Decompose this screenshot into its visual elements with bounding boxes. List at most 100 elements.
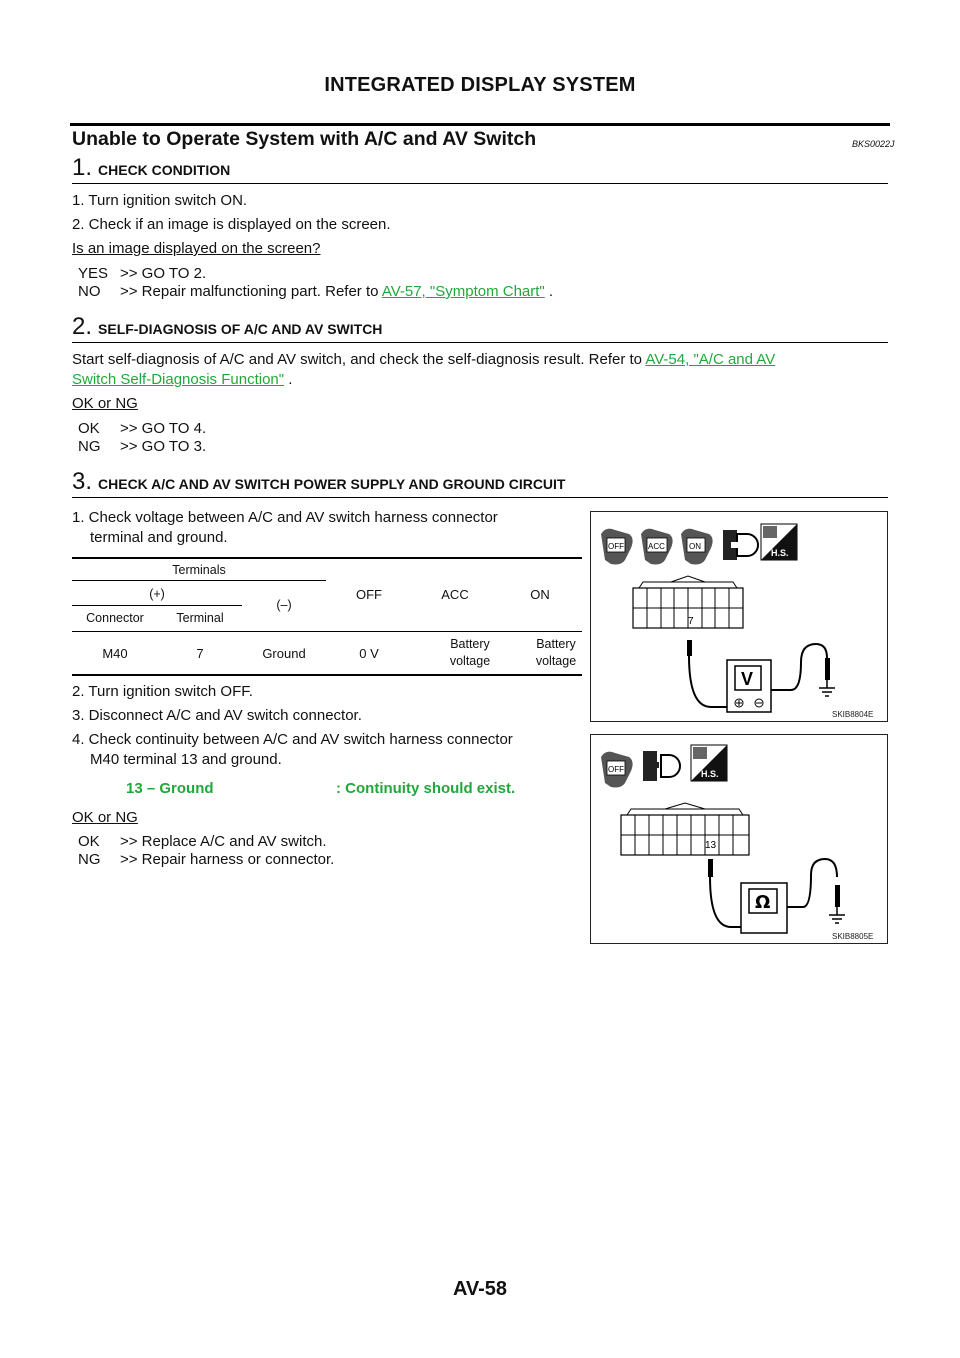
figure2-caption: SKIB8805E xyxy=(832,932,874,941)
self-diagnosis-link-part1[interactable]: AV-54, "A/C and AV xyxy=(645,351,776,368)
test-probe xyxy=(687,640,692,656)
answer-text: >> Repair harness or connector. xyxy=(120,851,335,868)
answer-text: >> GO TO 4. xyxy=(120,420,207,437)
step1-item-1: 1. Turn ignition switch ON. xyxy=(72,192,248,209)
step2-number: 2. xyxy=(72,313,93,340)
ground-symbol-icon xyxy=(819,680,835,697)
step1-number: 1. xyxy=(72,154,93,181)
step3-question: OK or NG xyxy=(72,809,138,826)
answer-key: YES xyxy=(78,265,109,282)
step2-question: OK or NG xyxy=(72,395,138,412)
step2-title: SELF-DIAGNOSIS OF A/C AND AV SWITCH xyxy=(98,321,383,337)
step2-rule xyxy=(72,342,888,343)
ground-probe xyxy=(825,658,830,680)
answer-tail: . xyxy=(544,283,554,300)
ohmmeter-icon: Ω xyxy=(740,882,788,934)
answer-text: >> Replace A/C and AV switch. xyxy=(120,833,327,850)
harness-connector-m40 xyxy=(632,575,744,629)
figure-continuity-check: OFF H.S. 13 xyxy=(590,734,888,944)
harness-side-label: H.S. xyxy=(771,548,789,558)
table-cell-off: 0 V xyxy=(359,646,379,661)
header-rule xyxy=(70,123,890,126)
terminal-number-13: 13 xyxy=(705,840,717,851)
step1-answer-yes: YES >> GO TO 2. xyxy=(78,265,206,282)
step2-tail: . xyxy=(284,371,293,388)
step3-answer-ng: NG >> Repair harness or connector. xyxy=(78,851,334,868)
table-cell-acc: Battery voltage xyxy=(449,637,491,668)
continuity-spec-left: 13 – Ground xyxy=(126,780,214,797)
step3-rule xyxy=(72,497,888,498)
step2-text-line2: Switch Self-Diagnosis Function" . xyxy=(72,370,292,390)
table-header-terminals: Terminals xyxy=(172,563,226,577)
table-mid-rule xyxy=(72,631,582,632)
key-label-acc: ACC xyxy=(648,542,665,551)
harness-side-label: H.S. xyxy=(701,769,719,779)
step1-rule xyxy=(72,183,888,184)
continuity-check-diagram: OFF H.S. 13 xyxy=(601,744,845,934)
step3-item-4b: M40 terminal 13 and ground. xyxy=(90,751,282,768)
table-header-minus: (–) xyxy=(276,598,292,612)
symptom-chart-link[interactable]: AV-57, "Symptom Chart" xyxy=(381,283,545,300)
step1-answer-no: NO >> Repair malfunctioning part. Refer t… xyxy=(78,283,553,300)
table-cell-connector: M40 xyxy=(102,646,128,661)
step1-heading: 1. CHECK CONDITION xyxy=(72,154,230,182)
ground-symbol-icon xyxy=(829,907,845,924)
terminal-number-7: 7 xyxy=(688,616,694,627)
ignition-key-on-icon: ON xyxy=(681,528,713,565)
step2-heading: 2. SELF-DIAGNOSIS OF A/C AND AV SWITCH xyxy=(72,313,382,341)
answer-text: >> GO TO 3. xyxy=(120,438,207,455)
ground-probe xyxy=(835,885,840,907)
step1-title: CHECK CONDITION xyxy=(98,162,231,178)
table-cell-ground: Ground xyxy=(262,646,306,661)
ground-lead xyxy=(769,642,828,691)
step2-body: Start self-diagnosis of A/C and AV switc… xyxy=(72,351,646,368)
connector-disconnected-icon xyxy=(643,751,681,781)
answer-text: >> GO TO 2. xyxy=(120,265,207,282)
key-label-off: OFF xyxy=(608,765,624,774)
table-header-plus: (+) xyxy=(149,587,165,601)
ohmmeter-label: Ω xyxy=(755,892,770,913)
voltmeter-label: V xyxy=(741,669,753,689)
voltmeter-icon: V xyxy=(726,659,772,713)
step3-title: CHECK A/C AND AV SWITCH POWER SUPPLY AND… xyxy=(98,476,566,492)
table-header-on: ON xyxy=(530,587,550,602)
harness-side-icon: H.S. xyxy=(690,744,728,782)
page-header-title: INTEGRATED DISPLAY SYSTEM xyxy=(324,74,636,96)
section-code: BKS0022J xyxy=(852,139,895,149)
meter-lead xyxy=(688,655,731,708)
figure-voltage-check: OFF ACC ON H.S. xyxy=(590,511,888,722)
step2-text: Start self-diagnosis of A/C and AV switc… xyxy=(72,350,888,370)
answer-key: OK xyxy=(78,420,100,437)
step2-answer-ng: NG >> GO TO 3. xyxy=(78,438,206,455)
step3-item-3: 3. Disconnect A/C and AV switch connecto… xyxy=(72,707,362,724)
ignition-key-off-icon: OFF xyxy=(601,751,633,788)
harness-side-icon: H.S. xyxy=(760,523,798,561)
table-cell-on: Battery voltage xyxy=(535,637,577,668)
table-header-off: OFF xyxy=(356,587,382,602)
test-probe xyxy=(708,859,713,877)
figure1-caption: SKIB8804E xyxy=(832,710,874,719)
step3-item-1a: 1. Check voltage between A/C and AV swit… xyxy=(72,509,498,526)
step1-question: Is an image displayed on the screen? xyxy=(72,240,321,257)
answer-text: >> Repair malfunctioning part. Refer to xyxy=(120,283,382,300)
table-cell-terminal: 7 xyxy=(196,646,204,661)
ignition-key-acc-icon: ACC xyxy=(641,528,673,565)
answer-key: NO xyxy=(78,283,101,300)
continuity-spec-right: : Continuity should exist. xyxy=(336,780,516,797)
voltage-table: Terminals (+) (–) Connector Terminal OFF… xyxy=(72,557,582,677)
answer-key: NG xyxy=(78,438,101,455)
table-header-acc: ACC xyxy=(441,587,469,602)
table-bottom-rule xyxy=(72,674,582,676)
step3-item-2: 2. Turn ignition switch OFF. xyxy=(72,683,253,700)
page-number: AV-58 xyxy=(452,1278,508,1300)
connector-connected-icon xyxy=(723,530,759,560)
table-top-rule xyxy=(72,557,582,559)
step3-item-4a: 4. Check continuity between A/C and AV s… xyxy=(72,731,513,748)
self-diagnosis-link-part2[interactable]: Switch Self-Diagnosis Function" xyxy=(72,371,285,388)
key-label-off: OFF xyxy=(608,542,624,551)
table-rule xyxy=(72,605,242,606)
ground-lead xyxy=(787,857,838,908)
answer-key: NG xyxy=(78,851,101,868)
step3-item-1b: terminal and ground. xyxy=(90,529,228,546)
table-header-connector: Connector xyxy=(86,611,144,625)
